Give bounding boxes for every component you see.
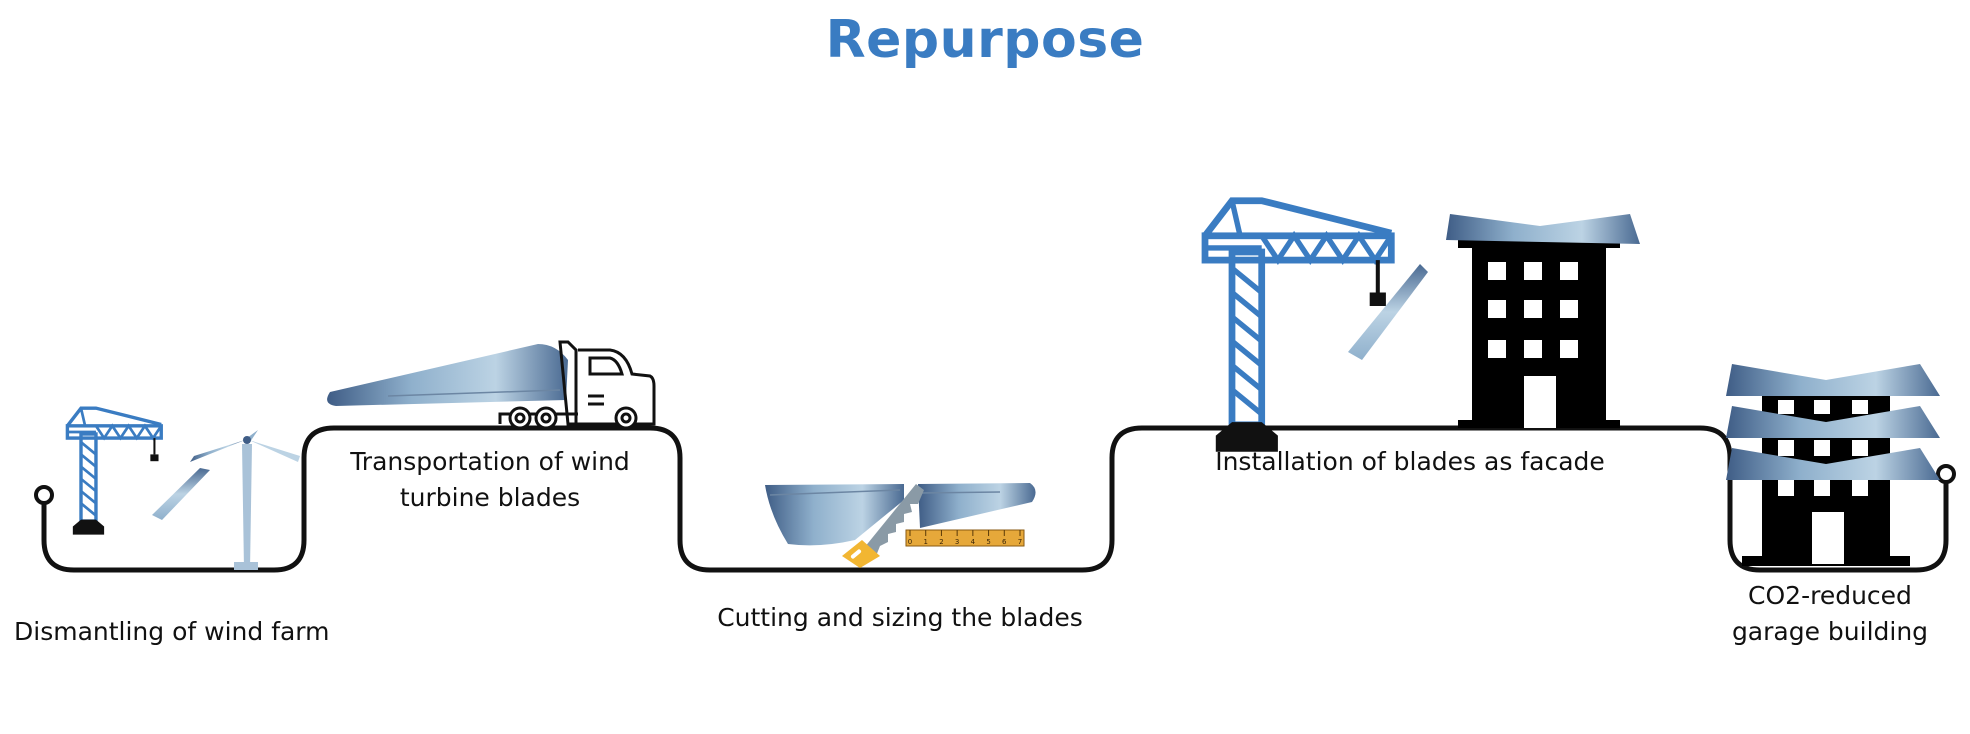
ruler-tick-label: 5: [986, 538, 990, 546]
blade-icon: [1726, 364, 1940, 396]
step-label-cutting: Cutting and sizing the blades: [717, 603, 1083, 632]
step-label-installation: Installation of blades as facade: [1215, 447, 1605, 476]
blade-icon: [1726, 406, 1940, 438]
step-label-dismantling: Dismantling of wind farm: [14, 617, 330, 646]
blade-icon: [1446, 214, 1640, 244]
diagram-title: Repurpose: [825, 10, 1145, 70]
blade-icon: [1348, 264, 1428, 360]
step-label-result: CO2-reduced garage building: [1710, 578, 1950, 650]
label-line: Transportation of wind: [350, 447, 630, 476]
ruler-icon: 0 1 2 3 4 5 6 7: [905, 529, 1025, 547]
building-icon: [1458, 240, 1620, 428]
path-end-node: [1936, 464, 1956, 484]
ruler-tick-label: 4: [971, 538, 976, 546]
saw-icon: [842, 484, 924, 568]
ruler-tick-label: 1: [923, 538, 927, 546]
blade-icon: [1726, 448, 1940, 480]
ruler-tick-label: 7: [1018, 538, 1022, 546]
blade-icon: [152, 468, 210, 520]
label-line: turbine blades: [399, 483, 581, 512]
blade-icon: [765, 484, 904, 546]
ruler-tick-label: 3: [955, 538, 959, 546]
step-label-transportation: Transportation of wind turbine blades: [320, 444, 660, 516]
wind-turbine-icon: [190, 430, 300, 570]
ruler-tick-label: 6: [1002, 538, 1007, 546]
crane-icon: [1205, 201, 1391, 452]
blade-icon: [327, 344, 568, 406]
path-start-node: [34, 485, 54, 505]
label-line: garage building: [1731, 617, 1929, 646]
ruler-tick-label: 2: [939, 538, 943, 546]
blade-icon: [918, 483, 1036, 528]
process-path: [41, 425, 1949, 573]
crane-icon: [65, 406, 163, 537]
label-line: CO2-reduced: [1748, 581, 1912, 610]
truck-icon: [498, 340, 656, 430]
ruler-tick-label: 0: [908, 538, 912, 546]
